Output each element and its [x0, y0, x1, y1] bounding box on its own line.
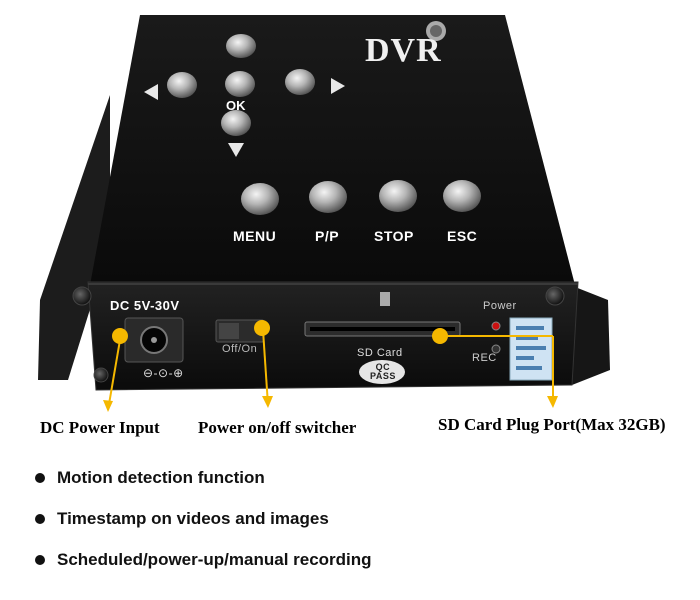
- power-led: [491, 321, 501, 331]
- dpad-right-button: [285, 69, 315, 95]
- feature-item: Timestamp on videos and images: [35, 509, 372, 529]
- dvr-brand-text: DVR: [365, 32, 442, 69]
- bullet-icon: [35, 555, 45, 565]
- ok-label: OK: [226, 98, 246, 113]
- esc-button: [443, 180, 481, 212]
- dpad-left-button: [167, 72, 197, 98]
- qc-pass-label: QC PASS: [370, 362, 396, 381]
- screw-icon: [545, 286, 565, 306]
- rec-led: [491, 344, 501, 354]
- qc-pass-badge: [359, 360, 405, 384]
- arrow-right-icon: [331, 78, 345, 94]
- sd-card-port-caption: SD Card Plug Port(Max 32GB): [438, 415, 666, 434]
- screw-icon: [72, 286, 92, 306]
- switch-label: Off/On: [222, 343, 258, 355]
- dpad-ok-button: [225, 71, 255, 97]
- screw-icon: [93, 367, 109, 383]
- callout-sd-port-marker: [432, 328, 558, 408]
- feature-text: Timestamp on videos and images: [57, 509, 329, 528]
- device-top-panel: [90, 15, 575, 285]
- dc-power-input-caption: DC Power Input: [40, 418, 160, 437]
- feature-item: Scheduled/power-up/manual recording: [35, 550, 372, 570]
- menu-button: [241, 183, 279, 215]
- bullet-icon: [35, 514, 45, 524]
- stop-button: [379, 180, 417, 212]
- power-led-label: Power: [483, 300, 517, 312]
- arrow-down-icon: [228, 143, 244, 157]
- right-mounting-flange: [570, 285, 610, 385]
- dpad-up-button: [226, 34, 256, 58]
- sd-card-symbol-icon: [380, 292, 390, 306]
- esc-label: ESC: [447, 228, 478, 244]
- left-mounting-flange: [38, 95, 110, 380]
- bullet-icon: [35, 473, 45, 483]
- feature-text: Scheduled/power-up/manual recording: [57, 550, 372, 569]
- feature-item: Motion detection function: [35, 468, 372, 488]
- pp-label: P/P: [315, 228, 340, 244]
- feature-text: Motion detection function: [57, 468, 265, 487]
- pp-button: [309, 181, 347, 213]
- callout-dc-power-marker: [103, 328, 128, 412]
- callout-switcher-marker: [254, 320, 273, 408]
- dpad-down-button: [221, 110, 251, 136]
- power-switcher-caption: Power on/off switcher: [198, 418, 357, 437]
- stop-label: STOP: [374, 228, 414, 244]
- arrow-left-icon: [144, 84, 158, 100]
- rec-led-label: REC: [472, 352, 497, 364]
- sd-card-label: SD Card: [357, 347, 403, 359]
- feature-list: Motion detection function Timestamp on v…: [35, 468, 372, 591]
- polarity-label: ⊖-⊙-⊕: [143, 366, 184, 380]
- power-spec-label: DC 5V-30V: [110, 298, 180, 313]
- menu-label: MENU: [233, 228, 277, 244]
